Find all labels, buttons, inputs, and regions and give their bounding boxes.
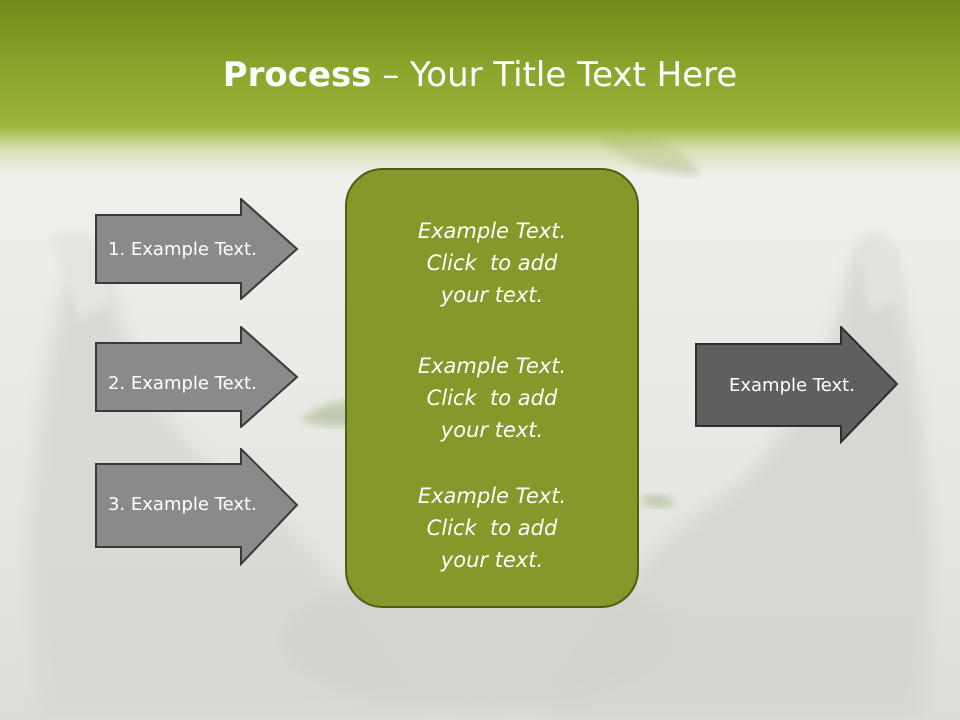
title-rest: – Your Title Text Here: [371, 55, 738, 95]
center-block-2: Example Text. Click to add your text.: [347, 350, 637, 446]
center-block-2-line-3: your text.: [440, 418, 544, 442]
result-arrow: Example Text.: [695, 326, 900, 444]
center-block-3-line-2: Click to add: [426, 516, 558, 540]
center-block-2-line-1: Example Text.: [417, 354, 567, 378]
title-bold: Process: [222, 55, 372, 95]
step-arrow-1: 1. Example Text.: [95, 198, 300, 300]
result-arrow-label: Example Text.: [729, 374, 855, 396]
arrow-shape: [95, 198, 299, 300]
arrow-shape: [695, 326, 899, 444]
center-block-3-line-3: your text.: [440, 548, 544, 572]
center-block-3-line-1: Example Text.: [417, 484, 567, 508]
slide-title: Process – Your Title Text Here: [0, 52, 960, 98]
step-arrow-2: 2. Example Text.: [95, 326, 300, 428]
header-band: [0, 0, 960, 175]
arrow-shape: [95, 326, 299, 428]
center-block-3: Example Text. Click to add your text.: [347, 480, 637, 576]
center-text-box: Example Text. Click to add your text. Ex…: [345, 168, 639, 608]
arrow-shape: [95, 448, 299, 566]
step-arrow-1-label: 1. Example Text.: [108, 238, 257, 260]
center-block-2-line-2: Click to add: [426, 386, 558, 410]
center-block-1-line-1: Example Text.: [417, 219, 567, 243]
step-arrow-3: 3. Example Text.: [95, 448, 300, 566]
center-block-1-line-3: your text.: [440, 283, 544, 307]
center-block-1: Example Text. Click to add your text.: [347, 215, 637, 311]
step-arrow-2-label: 2. Example Text.: [108, 372, 257, 394]
center-block-1-line-2: Click to add: [426, 251, 558, 275]
step-arrow-3-label: 3. Example Text.: [108, 493, 257, 515]
